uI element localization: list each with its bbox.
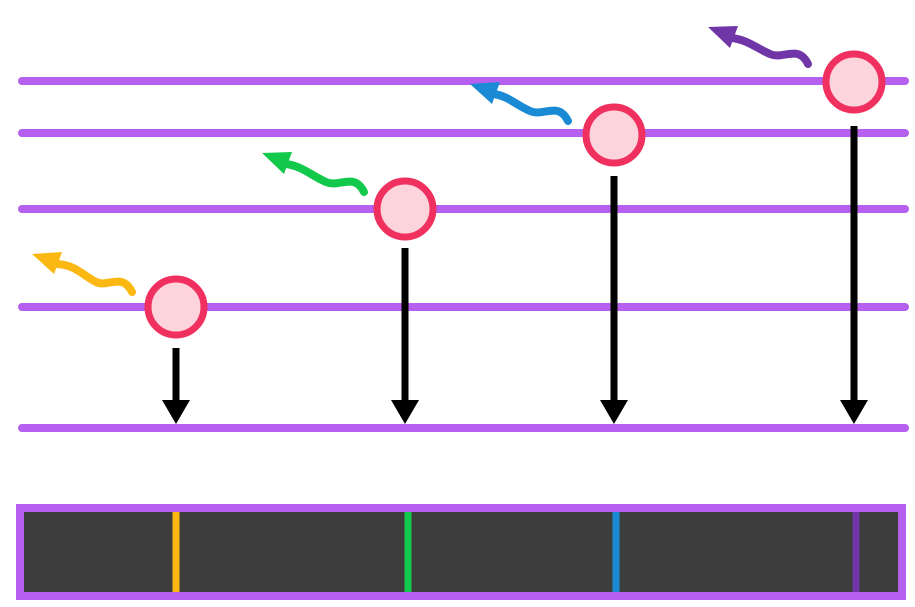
photon-wave-icon (262, 152, 368, 196)
photon-wave-icon (708, 26, 812, 68)
emission-spectrum (16, 504, 906, 600)
spectrum-bar (16, 504, 906, 600)
electron-icon (373, 177, 437, 241)
photon-wave-icon (32, 252, 136, 296)
electrons (144, 50, 886, 339)
electron-icon (144, 275, 208, 339)
photon-wave-icon (470, 82, 572, 125)
down-arrow-icon (162, 348, 190, 424)
down-arrow-icon (391, 248, 419, 424)
down-arrow-icon (840, 126, 868, 424)
electron-icon (582, 103, 646, 167)
down-arrow-icon (600, 176, 628, 424)
electron-icon (822, 50, 886, 114)
transition-arrows (162, 126, 868, 424)
photons (32, 26, 812, 296)
energy-levels (18, 77, 909, 432)
